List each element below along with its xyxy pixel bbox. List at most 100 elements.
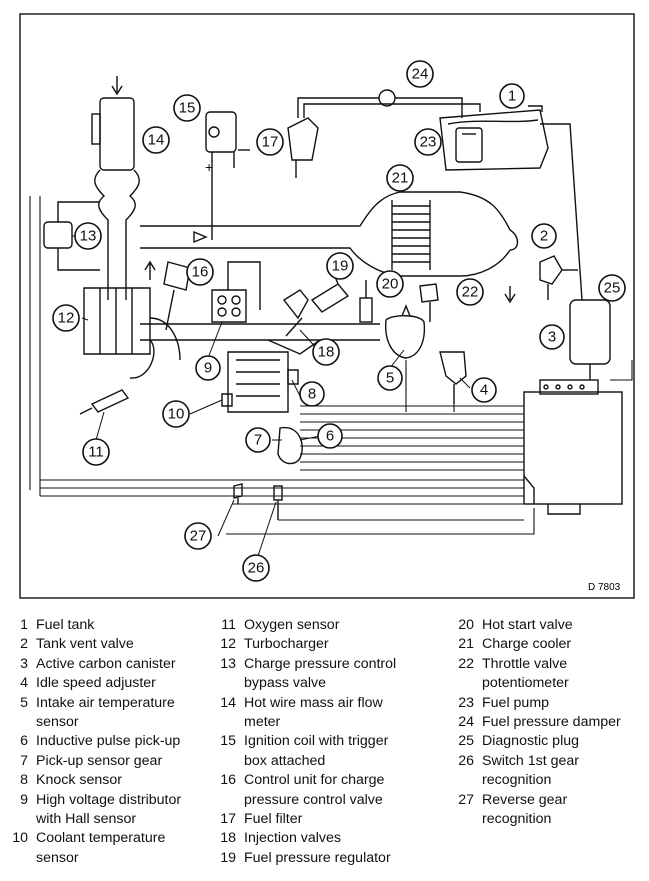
callout-10: 10 [162, 400, 190, 428]
svg-text:19: 19 [332, 258, 349, 275]
svg-text:27: 27 [190, 528, 207, 545]
legend-text: Injection valves [244, 830, 341, 847]
legend-item: 18 Injection valves [210, 829, 440, 848]
legend-text: Fuel pressure regulator [244, 849, 391, 866]
callout-26: 26 [242, 554, 270, 582]
tank-vent-valve [539, 255, 578, 300]
legend-text: Switch 1st gear recognition [482, 752, 579, 789]
legend-text: Ignition coil with trigger box attached [244, 733, 389, 769]
callout-1: 1 [499, 83, 525, 109]
fuel-pump [455, 127, 483, 163]
throttle-potentiometer [419, 283, 439, 322]
callouts: 1 2 3 4 5 6 7 8 9 10 11 12 13 14 15 16 1… [52, 60, 626, 582]
legend-number: 23 [458, 694, 474, 711]
legend-number: 5 [20, 694, 28, 711]
legend-number: 20 [458, 617, 474, 633]
fuel-filter [287, 117, 319, 178]
svg-text:16: 16 [192, 264, 209, 281]
svg-text:11: 11 [88, 444, 104, 461]
legend-item: 26 Switch 1st gear recognition [448, 752, 648, 791]
legend-text: Active carbon canister [36, 655, 176, 672]
legend-number: 18 [220, 830, 236, 847]
callout-23: 23 [414, 128, 442, 156]
legend-number: 21 [458, 636, 474, 653]
legend-text: High voltage distributor with Hall senso… [36, 791, 182, 828]
legend-number: 7 [20, 752, 28, 769]
callout-13: 13 [74, 222, 102, 250]
svg-text:22: 22 [462, 284, 479, 301]
legend-text: Coolant temperature sensor [36, 830, 166, 866]
turbocharger [83, 287, 181, 379]
legend-number: 11 [221, 617, 236, 633]
svg-text:12: 12 [58, 310, 75, 327]
legend-text: Hot wire mass air flow meter [244, 694, 383, 731]
callout-17: 17 [256, 128, 284, 156]
reverse-gear-switch [233, 483, 243, 504]
legend-text: Fuel pump [482, 694, 550, 711]
svg-text:10: 10 [168, 406, 185, 423]
legend-number: 26 [458, 752, 474, 769]
legend-text: Oxygen sensor [244, 617, 340, 633]
legend-text: Charge cooler [482, 636, 572, 653]
legend-number: 12 [220, 636, 236, 653]
svg-text:17: 17 [262, 134, 279, 151]
control-unit [523, 379, 623, 515]
callout-2: 2 [531, 223, 557, 249]
legend-number: 27 [458, 791, 474, 808]
intake-air-temp-sensor [385, 304, 426, 359]
legend-text: Control unit for charge pressure control… [244, 772, 385, 808]
vent-line [540, 123, 583, 301]
callout-15: 15 [173, 94, 201, 122]
legend-item: 12 Turbocharger [210, 635, 440, 654]
legend-number: 8 [20, 772, 28, 789]
legend-item: 7 Pick-up sensor gear [2, 752, 214, 771]
engine-management-diagram: + [19, 13, 635, 599]
legend-item: 23 Fuel pump [448, 694, 648, 713]
svg-text:13: 13 [80, 228, 97, 245]
legend-number: 25 [458, 733, 474, 750]
legend-text: Tank vent valve [36, 636, 134, 653]
svg-text:24: 24 [412, 66, 429, 83]
legend-number: 22 [458, 655, 474, 672]
callout-14: 14 [142, 126, 170, 154]
carbon-canister [569, 299, 611, 380]
svg-text:4: 4 [480, 382, 488, 399]
legend-item: 15 Ignition coil with trigger box attache… [210, 732, 440, 771]
legend-text: Pick-up sensor gear [36, 752, 163, 769]
legend-number: 15 [220, 733, 236, 750]
intake-arrow-head [111, 85, 123, 96]
callout-6: 6 [317, 423, 343, 449]
svg-text:18: 18 [318, 344, 335, 361]
legend-text: Hot start valve [482, 617, 573, 633]
oxygen-sensor [79, 389, 130, 415]
legend-text: Inductive pulse pick-up [36, 733, 181, 750]
svg-text:20: 20 [382, 276, 399, 293]
legend-number: 14 [220, 694, 236, 711]
legend-number: 17 [220, 811, 236, 828]
svg-text:6: 6 [326, 428, 334, 445]
fuel-line [395, 97, 463, 118]
svg-text:2: 2 [540, 228, 548, 245]
legend-text: Turbocharger [244, 636, 329, 653]
callout-7: 7 [245, 427, 271, 453]
fuel-line [303, 103, 470, 118]
legend-text: Knock sensor [36, 772, 122, 789]
diagram-border [19, 13, 635, 599]
callout-5: 5 [377, 365, 403, 391]
svg-text:3: 3 [548, 329, 556, 346]
callout-11: 11 [82, 438, 110, 466]
svg-text:14: 14 [148, 132, 165, 149]
callout-22: 22 [456, 278, 484, 306]
